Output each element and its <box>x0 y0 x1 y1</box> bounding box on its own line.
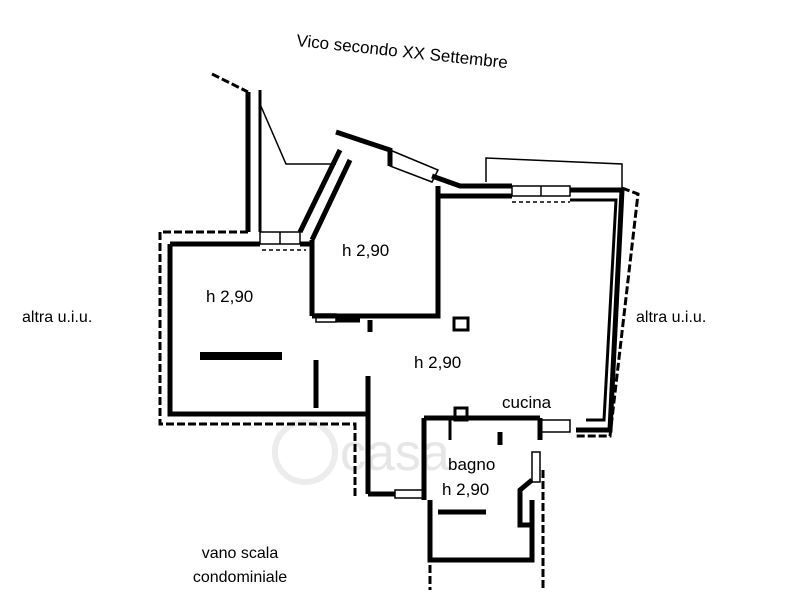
wall-bath-bottom <box>427 500 535 563</box>
wall-room2-top <box>335 129 393 166</box>
balcony-line-right <box>485 157 623 188</box>
dashed-wall-right-unit <box>576 186 640 438</box>
wall-bath-notch <box>517 478 534 528</box>
window-bath <box>531 451 541 483</box>
room1-height: h 2,90 <box>206 287 253 306</box>
kitchen-label: cucina <box>502 393 552 412</box>
wall-main-right-inner <box>570 198 618 422</box>
dashed-wall-left-unit <box>158 230 357 497</box>
room2-height: h 2,90 <box>342 241 389 260</box>
watermark-logo-icon <box>272 419 338 485</box>
dashed-wall-top-left <box>211 72 249 94</box>
radiator <box>200 352 282 360</box>
window-room2 <box>389 148 440 183</box>
wall-room2-bottom-right <box>312 186 441 319</box>
wall-room2-diag-inner <box>309 158 353 242</box>
door-stair <box>394 489 425 499</box>
openings <box>259 103 623 499</box>
bath-vent <box>453 406 469 422</box>
bathroom-height: h 2,90 <box>442 480 489 499</box>
door-room1 <box>315 313 337 323</box>
fixtures <box>200 316 470 422</box>
street-name: Vico secondo XX Settembre <box>296 31 509 72</box>
party-walls <box>158 72 640 590</box>
door-kitchen <box>539 419 571 433</box>
stairwell-line2: condominiale <box>193 569 287 586</box>
pillar <box>452 316 470 332</box>
watermark-text: casa <box>340 424 450 482</box>
wall-main-right <box>570 187 625 433</box>
room3-height: h 2,90 <box>414 353 461 372</box>
wall-main-top-left <box>431 173 512 189</box>
neighbor-left: altra u.i.u. <box>22 309 92 326</box>
balcony-line-left <box>259 103 336 165</box>
neighbor-right: altra u.i.u. <box>636 309 706 326</box>
bathroom-name: bagno <box>448 455 495 474</box>
watermark: casa <box>272 419 450 485</box>
stairwell-line1: vano scala <box>202 545 279 562</box>
wall-room1-left-bottom <box>167 244 371 417</box>
